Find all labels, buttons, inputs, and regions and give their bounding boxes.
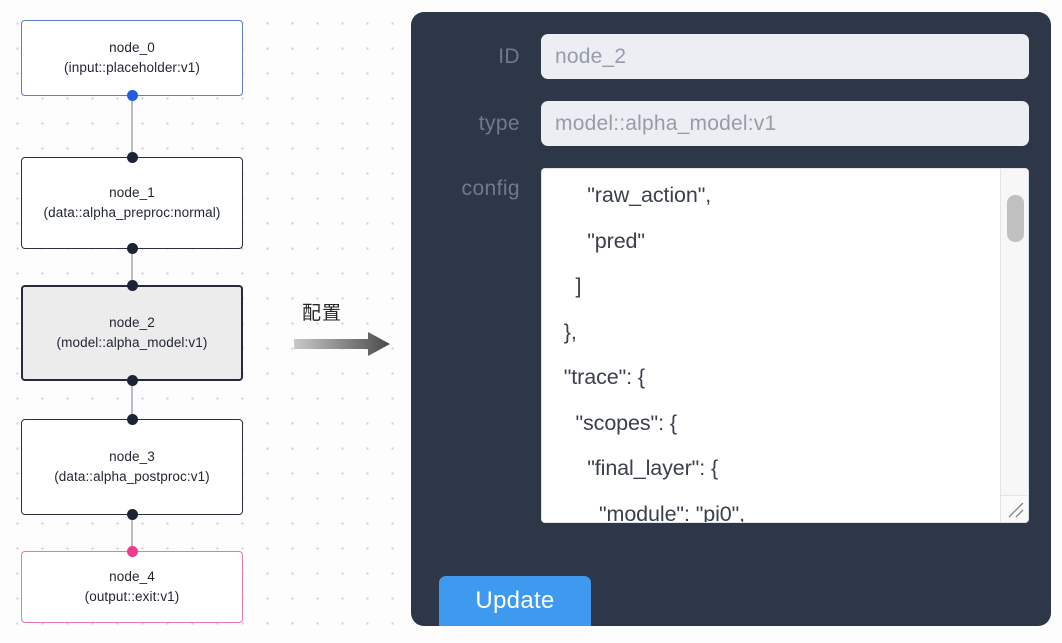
graph-edge [131, 243, 133, 291]
config-textarea[interactable]: "raw_action", "pred" ] }, "trace": { "sc… [541, 168, 1029, 523]
id-input[interactable] [541, 34, 1029, 79]
node-type: (model::alpha_model:v1) [56, 335, 208, 350]
node-inspector-panel: ID type config "raw_action", "pred" ] },… [411, 12, 1051, 626]
graph-node-node_0[interactable]: node_0 (input::placeholder:v1) [21, 20, 243, 96]
graph-canvas[interactable]: node_0 (input::placeholder:v1) node_1 (d… [0, 0, 398, 643]
node-type: (input::placeholder:v1) [64, 60, 200, 75]
type-input[interactable] [541, 101, 1029, 146]
resize-handle-icon[interactable] [1001, 495, 1027, 521]
node-port-output-node_2[interactable] [126, 375, 138, 386]
node-type: (data::alpha_preproc:normal) [43, 205, 221, 220]
config-field-row: config "raw_action", "pred" ] }, "trace"… [433, 168, 1029, 523]
graph-node-node_4[interactable]: node_4 (output::exit:v1) [21, 551, 243, 623]
node-port-input-node_4[interactable] [126, 546, 138, 557]
node-name: node_1 [109, 185, 155, 200]
annotation-caption: 配置 [302, 303, 343, 324]
graph-edge [131, 90, 133, 162]
graph-edge [131, 375, 133, 425]
node-type: (output::exit:v1) [84, 589, 180, 604]
type-field-row: type [433, 101, 1029, 146]
graph-edge [131, 509, 133, 557]
node-port-output-node_0[interactable] [126, 90, 138, 101]
scrollbar-thumb[interactable] [1007, 195, 1024, 242]
node-port-input-node_2[interactable] [126, 280, 138, 291]
node-type: (data::alpha_postproc:v1) [54, 469, 210, 484]
node-name: node_4 [109, 569, 155, 584]
node-name: node_0 [109, 40, 155, 55]
node-port-input-node_3[interactable] [126, 414, 138, 425]
annotation-group: 配置 [294, 298, 394, 360]
graph-node-node_1[interactable]: node_1 (data::alpha_preproc:normal) [21, 157, 243, 249]
graph-node-node_2[interactable]: node_2 (model::alpha_model:v1) [21, 285, 243, 381]
graph-node-node_3[interactable]: node_3 (data::alpha_postproc:v1) [21, 419, 243, 515]
config-label: config [461, 177, 520, 200]
vertical-scrollbar[interactable] [1000, 169, 1028, 522]
node-name: node_3 [109, 449, 155, 464]
id-field-row: ID [433, 34, 1029, 79]
update-button[interactable]: Update [439, 576, 591, 626]
right-arrow-icon [294, 332, 390, 356]
type-label: type [478, 112, 520, 135]
node-port-input-node_1[interactable] [126, 152, 138, 163]
node-name: node_2 [109, 315, 155, 330]
node-port-output-node_3[interactable] [126, 509, 138, 520]
node-port-output-node_1[interactable] [126, 243, 138, 254]
config-textarea-content: "raw_action", "pred" ] }, "trace": { "sc… [563, 183, 746, 523]
id-label: ID [498, 45, 520, 68]
